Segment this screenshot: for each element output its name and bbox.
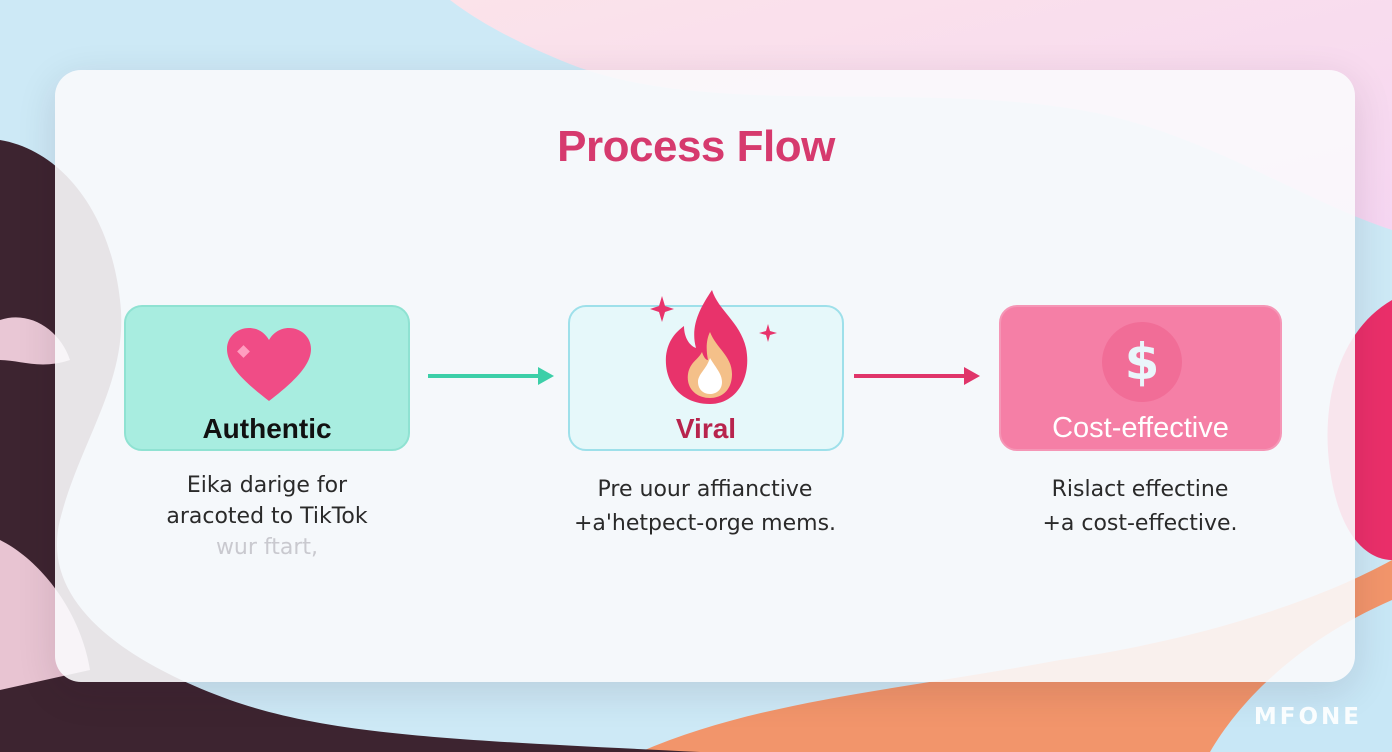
step-label: Authentic	[202, 413, 332, 444]
description-line: Eika darige for	[186, 473, 348, 498]
description-line: +a'hetpect-orge mems.	[573, 511, 837, 536]
step-authentic: Authentic	[124, 305, 410, 451]
arrow-right-icon	[854, 367, 980, 385]
watermark-logo: MFONE	[1253, 704, 1362, 730]
step-label: Viral	[675, 413, 737, 444]
heart-icon	[223, 325, 315, 405]
page-title: Process Flow	[557, 122, 835, 171]
description-line: Rislact effectine	[1051, 477, 1229, 502]
step-label: Cost-effective	[1052, 412, 1229, 444]
arrow-right-icon	[428, 367, 554, 385]
svg-text:$: $	[1125, 333, 1160, 391]
step-cost-effective: $ Cost-effective	[999, 305, 1282, 451]
dollar-icon: $	[1101, 321, 1183, 403]
description-line: aracoted to TikTok	[166, 504, 368, 529]
description-line: Pre uour affianctive	[597, 477, 813, 502]
step-description: Pre uour affianctive +a'hetpect-orge mem…	[555, 474, 855, 539]
flame-icon	[650, 286, 780, 408]
description-line: +a cost-effective.	[1042, 511, 1238, 536]
description-line-faded: wur ftart,	[215, 535, 319, 560]
step-description: Rislact effectine +a cost-effective.	[990, 474, 1290, 539]
step-description: Eika darige for aracoted to TikTok wur f…	[124, 470, 410, 563]
